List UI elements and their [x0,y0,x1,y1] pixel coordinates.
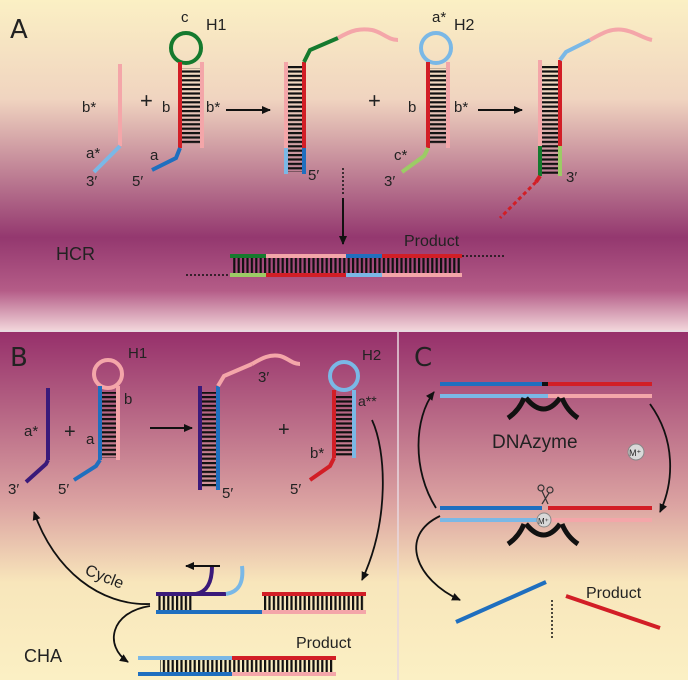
cha-mid-5prime-label: 5′ [222,485,233,502]
metal-ion-bottom-icon [536,512,552,528]
panel-a-label: A [10,15,28,45]
dnazyme-left-arrow [417,391,437,509]
cha-h2-label: H2 [362,347,381,364]
cha-hairpin-h1 [72,358,124,482]
hcr-h1-a-label: a [150,147,159,164]
cha-h2-bstar-label: b* [310,445,324,462]
cha-h2-adstar-label: a** [358,393,377,409]
cha-h1-a-label: a [86,431,95,448]
cha-intermediate-duplex [198,353,301,490]
cha-product-duplex [138,656,336,676]
metal-ion-top-label: M⁺ [629,448,641,458]
dnazyme-product-label: Product [586,585,642,602]
hcr-hairpin-h2 [400,31,453,174]
hcr-intermediate-duplex [284,27,399,174]
dnazyme-product-red-fragment [565,594,661,630]
panel-c-label: C [414,343,432,373]
hcr-h2-bstar-label: b* [454,99,468,116]
hcr-loop-astar-label: a* [432,9,446,26]
cha-mid-3prime-label: 3′ [258,369,269,386]
hcr-init-3prime-label: 3′ [86,173,97,190]
hcr-h1-bstar-label: b* [206,99,220,116]
hcr-product-label: Product [404,233,460,250]
hcr-final-3prime-label: 3′ [566,169,577,186]
hcr-final-duplex [498,27,653,220]
cha-h2-5prime-label: 5′ [290,481,301,498]
cha-init-3prime-label: 3′ [8,481,19,498]
hcr-product-duplex [186,254,504,277]
hcr-h1-label: H1 [206,17,227,34]
hcr-init-astar-label: a* [86,145,100,162]
cha-h1-label: H1 [128,345,147,362]
hcr-h2-3prime-label: 3′ [384,173,395,190]
hcr-h1-5prime-label: 5′ [132,173,143,190]
hcr-initiator [92,64,122,174]
cha-method-label: CHA [24,646,62,666]
dnazyme-cleavage-arrow [415,515,461,601]
dnazyme-label: DNAzyme [492,432,578,453]
cha-initiator [24,388,50,484]
dnazyme-top-duplex [440,382,652,421]
scissors-icon [537,484,554,505]
cha-cycle-complex [156,565,366,614]
dnazyme-right-arrow [649,403,672,513]
hcr-hairpin-h1 [151,31,204,172]
hcr-h2-cstar-label: c* [394,147,408,164]
cha-plus-1: + [64,421,76,443]
cha-init-astar-label: a* [24,423,38,440]
cha-product-label: Product [296,635,352,652]
cha-plus-2: + [278,419,290,441]
cha-cycle-arrow [32,511,151,605]
hcr-loop-c-label: c [181,9,189,26]
cha-product-arrow [113,605,151,663]
cha-hairpin-h2 [308,360,360,482]
panel-b-label: B [10,343,28,373]
hcr-h1-b-label: b [162,99,170,116]
hcr-plus-2: + [368,88,381,113]
hcr-plus-1: + [140,88,153,113]
hcr-h2-b-label: b [408,99,416,116]
hcr-init-bstar-label: b* [82,99,96,116]
cha-h1-5prime-label: 5′ [58,481,69,498]
dnazyme-product-blue-fragment [455,580,547,624]
hcr-method-label: HCR [56,244,95,264]
cha-curved-arrow-down [361,419,384,581]
hcr-mid-5prime-label: 5′ [308,167,319,184]
cha-h1-b-label: b [124,391,132,408]
metal-ion-top-icon [627,443,645,461]
dnazyme-bottom-duplex [440,506,652,547]
metal-ion-bottom-label: M⁺ [538,517,549,526]
hcr-h2-label: H2 [454,17,475,34]
